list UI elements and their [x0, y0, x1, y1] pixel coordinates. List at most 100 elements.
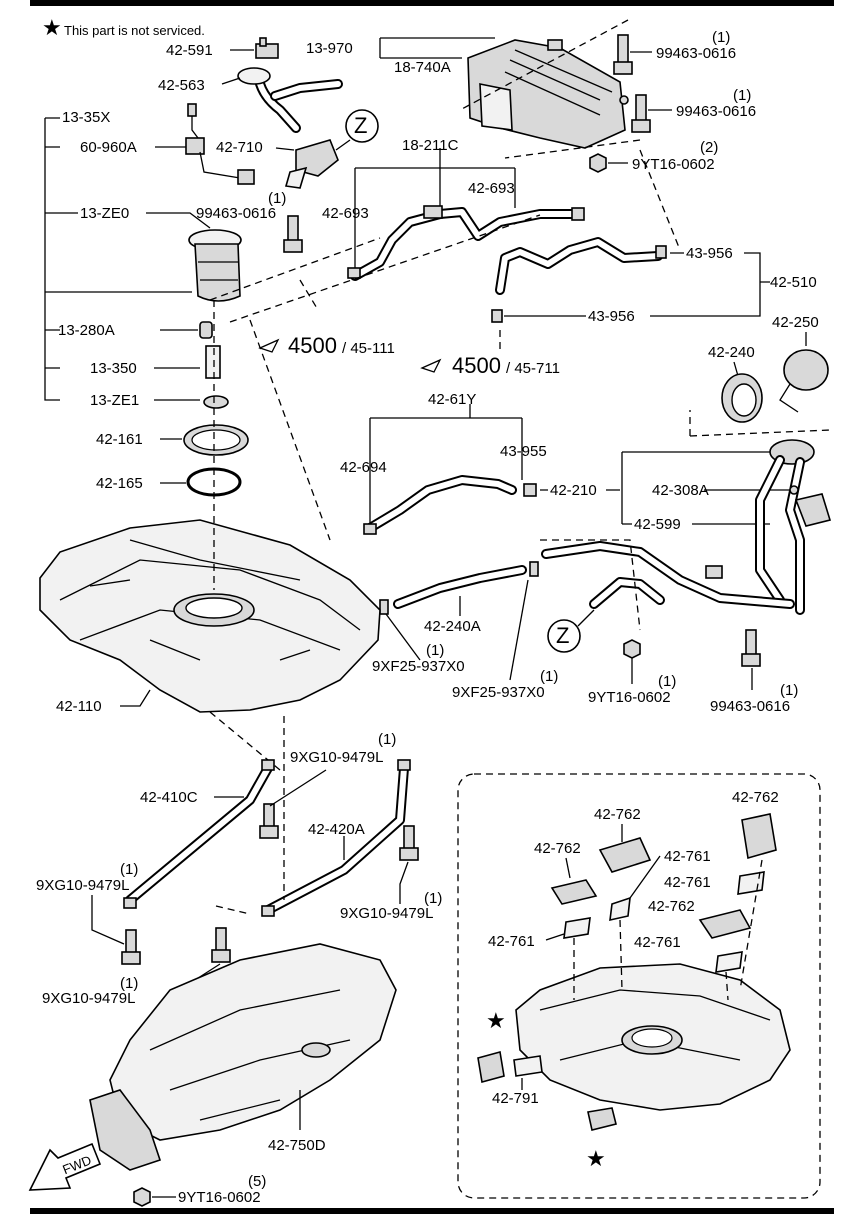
leader-42-110 [120, 689, 151, 707]
leader-42-510 [650, 252, 770, 317]
pipe-42-510 [491, 237, 667, 323]
label-42-61Y: 42-61Y [428, 391, 476, 408]
qty-9XG10-d: (1) [120, 975, 138, 992]
pump-guide-lines [209, 214, 541, 350]
label-18-740A: 18-740A [394, 59, 451, 76]
label-13-280A: 13-280A [58, 322, 115, 339]
ref-45-711-sub: / 45-711 [506, 360, 560, 377]
section-ref-45-711 [420, 358, 442, 373]
label-60-960A: 60-960A [80, 139, 137, 156]
label-42-240A: 42-240A [424, 618, 481, 635]
leader-42-61Y [369, 404, 523, 525]
label-42-693-a: 42-693 [468, 180, 515, 197]
filler-neck-42-210 [755, 439, 832, 615]
nut-9YT16-0602-bottom [133, 1187, 151, 1207]
label-13-35X: 13-35X [62, 109, 110, 126]
label-13-970: 13-970 [306, 40, 353, 57]
clamp-9XF25-a [379, 599, 389, 615]
qty-9XF25-a: (1) [426, 642, 444, 659]
label-9XF25-a: 9XF25-937X0 [372, 658, 465, 675]
star-marker-b: ★ [586, 1146, 606, 1171]
filler-guide-lines [689, 410, 831, 437]
label-42-410C: 42-410C [140, 789, 198, 806]
leader-18-211C [354, 148, 516, 270]
ref-45-711-num: 4500 [452, 353, 501, 378]
pad-42-761-a [609, 896, 631, 922]
nut-9YT16-0602-top [589, 153, 607, 173]
pad-42-761-c [563, 917, 591, 939]
fuel-pump-module-13-ZE0 [188, 229, 242, 302]
hose-42-61Y [363, 475, 537, 535]
label-99463-2: 99463-0616 [676, 103, 756, 120]
label-42-420A: 42-420A [308, 821, 365, 838]
leader-9XF25-b [509, 579, 529, 681]
qty-9XF25-b: (1) [540, 668, 558, 685]
leader-13-970 [379, 37, 495, 59]
bolt-99463-0616-4 [741, 629, 761, 667]
label-42-750D: 42-750D [268, 1137, 326, 1154]
leader-42-563 [221, 77, 241, 85]
label-42-240: 42-240 [708, 344, 755, 361]
inset-guide-lines [573, 859, 763, 1001]
label-42-591: 42-591 [166, 42, 213, 59]
hose-42-240A [393, 561, 539, 609]
harness-60-960A [185, 103, 255, 185]
gauge-13-350 [205, 345, 221, 379]
pad-42-762-c [550, 879, 598, 905]
label-42-761-b: 42-761 [664, 874, 711, 891]
label-9XG10-d: 9XG10-9479L [42, 990, 135, 1007]
label-42-165: 42-165 [96, 475, 143, 492]
label-42-761-a: 42-761 [664, 848, 711, 865]
bolt-9XG10-d [211, 927, 231, 963]
qty-9YT16-a: (2) [700, 139, 718, 156]
underbody-cover-42-750D [89, 943, 397, 1171]
label-42-250: 42-250 [772, 314, 819, 331]
section-ref-45-111 [258, 338, 280, 353]
leader-42-761-c [545, 933, 565, 941]
bolt-9XG10-c [121, 929, 141, 965]
canister-guide-lines [459, 19, 681, 251]
star-marker-a: ★ [486, 1008, 506, 1033]
label-42-694: 42-694 [340, 459, 387, 476]
hose-42-563 [237, 67, 343, 133]
label-42-693-b: 42-693 [322, 205, 369, 222]
clip-42-591 [255, 37, 279, 59]
label-99463-1: 99463-0616 [656, 45, 736, 62]
ring-42-161 [183, 424, 249, 456]
bolt-9XG10-a [259, 803, 279, 839]
valve-42-710 [284, 139, 339, 189]
label-9YT16-a: 9YT16-0602 [632, 156, 715, 173]
pad-42-791 [477, 1050, 617, 1131]
label-13-350: 13-350 [90, 360, 137, 377]
label-42-599: 42-599 [634, 516, 681, 533]
label-42-762-a: 42-762 [594, 806, 641, 823]
z-marker-top [335, 109, 379, 151]
pad-42-761-b [737, 871, 765, 895]
label-42-308A: 42-308A [652, 482, 709, 499]
qty-9XG10-c: (1) [120, 861, 138, 878]
label-43-956-b: 43-956 [588, 308, 635, 325]
label-42-710: 42-710 [216, 139, 263, 156]
qty-9XG10-a: (1) [378, 731, 396, 748]
label-99463-3: 99463-0616 [196, 205, 276, 222]
qty-99463-3: (1) [268, 190, 286, 207]
z-marker-mid [547, 609, 595, 653]
inset-tank [515, 963, 791, 1111]
inset-detail-box [457, 773, 821, 1199]
label-42-563: 42-563 [158, 77, 205, 94]
leader-9XG10-a [269, 769, 327, 807]
fuel-tank-42-110 [39, 519, 381, 713]
ref-45-111-sub: / 45-111 [342, 340, 395, 357]
qty-9XG10-b: (1) [424, 890, 442, 907]
leader-9XF25-a [385, 613, 421, 661]
pad-42-761-d [715, 951, 743, 973]
strap-guide-lines [215, 716, 285, 915]
label-43-956-a: 43-956 [686, 245, 733, 262]
pipe-42-599 [541, 541, 795, 609]
fwd-arrow-icon [28, 1142, 102, 1191]
label-9XG10-c: 9XG10-9479L [36, 877, 129, 894]
leader-42-762-c [565, 857, 571, 879]
bolt-99463-0616-2 [631, 94, 651, 133]
sender-13-ZE1 [203, 395, 229, 409]
